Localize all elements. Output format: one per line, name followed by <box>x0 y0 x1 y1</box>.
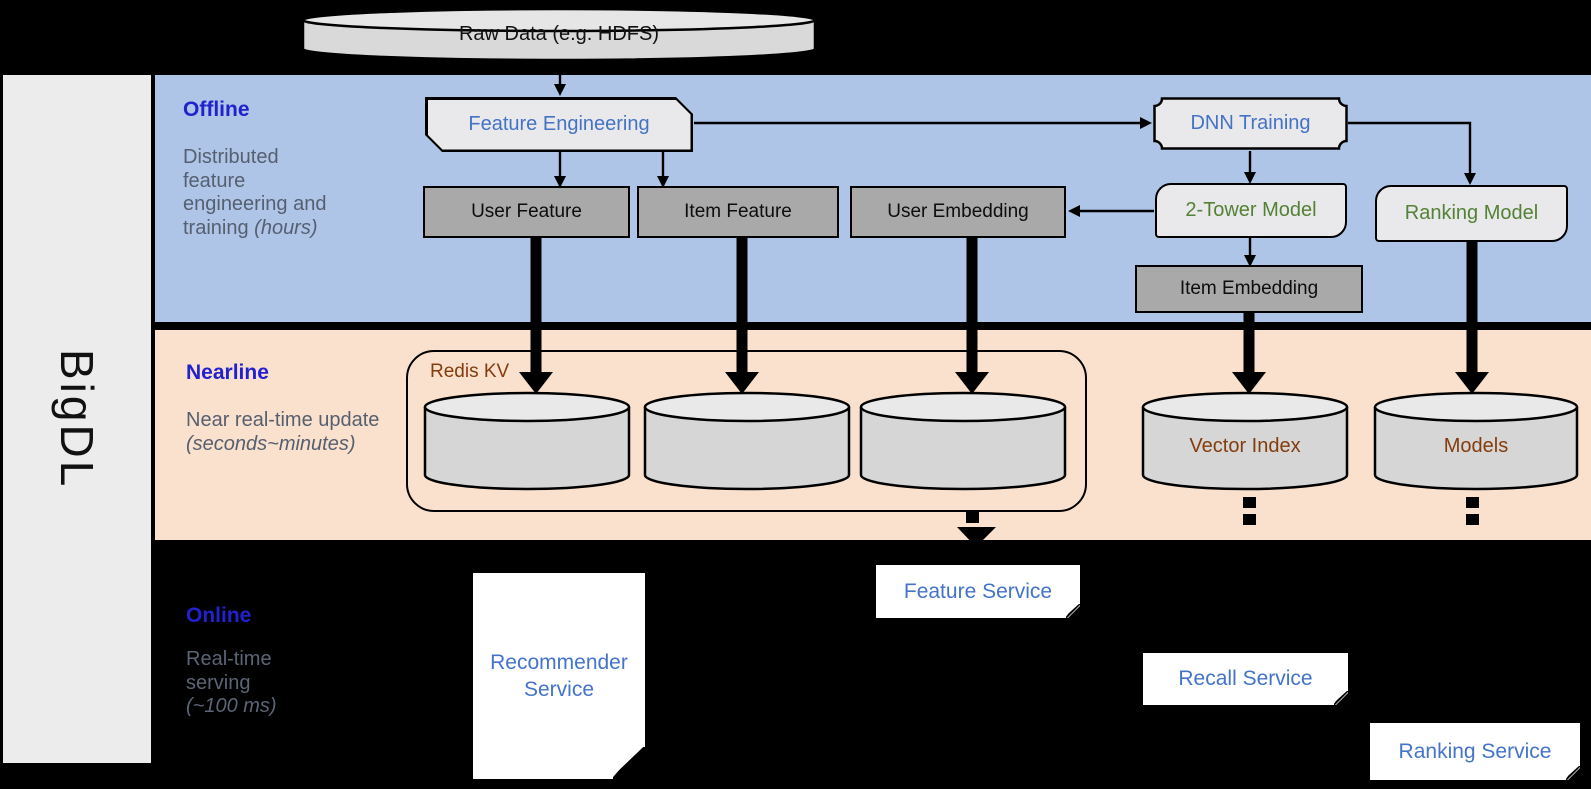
offline-desc-text: Distributed feature engineering and trai… <box>183 146 327 239</box>
cylinder-icon <box>643 391 851 491</box>
item-embedding-node: Item Embedding <box>1135 265 1363 313</box>
redis-shard-cylinder <box>642 390 852 492</box>
cylinder-icon <box>1141 391 1349 491</box>
cylinder-icon <box>1373 391 1579 491</box>
page-fold-icon <box>1334 691 1348 705</box>
offline-desc-em: (hours) <box>254 216 318 239</box>
user-feature-node: User Feature <box>423 186 630 238</box>
models-label: Models <box>1443 434 1509 457</box>
vector-index-store: Vector Index <box>1140 390 1350 492</box>
page-fold-icon <box>1566 766 1580 780</box>
offline-description: Distributed feature engineering and trai… <box>183 146 335 240</box>
recommender-service-label: Recommender Service <box>490 650 628 701</box>
page-fold-icon <box>1066 604 1080 618</box>
brand-logo-text: BigDL <box>51 348 103 490</box>
ranking-model-node: Ranking Model <box>1375 185 1568 242</box>
nearline-description: Near real-time update (seconds~minutes) <box>186 409 418 456</box>
ranking-service-node: Ranking Service <box>1370 723 1580 780</box>
brand-panel: BigDL <box>3 75 151 763</box>
plaque-shape-icon <box>1153 97 1348 150</box>
cylinder-icon <box>859 391 1067 491</box>
nearline-desc-em: (seconds~minutes) <box>186 432 356 455</box>
user-embedding-node: User Embedding <box>850 186 1066 238</box>
offline-title: Offline <box>183 98 250 121</box>
feature-engineering-label: Feature Engineering <box>428 100 691 150</box>
raw-data-label: Raw Data (e.g. HDFS) <box>458 23 660 45</box>
recall-service-node: Recall Service <box>1143 653 1348 705</box>
redis-shard-cylinder <box>422 390 632 492</box>
online-title: Online <box>186 604 252 627</box>
online-desc-em: (~100 ms) <box>186 695 277 718</box>
dnn-training-node: DNN Training <box>1153 97 1348 150</box>
item-feature-node: Item Feature <box>637 186 839 238</box>
online-description: Real-time serving (~100 ms) <box>186 648 326 719</box>
dnn-training-label: DNN Training <box>1190 112 1311 134</box>
page-fold-icon <box>613 747 645 779</box>
online-desc-text: Real-time serving <box>186 648 272 694</box>
raw-data-store: Raw Data (e.g. HDFS) <box>300 6 818 64</box>
redis-kv-label: Redis KV <box>430 361 510 382</box>
nearline-title: Nearline <box>186 361 269 384</box>
redis-shard-cylinder <box>858 390 1068 492</box>
vector-index-label: Vector Index <box>1189 434 1301 457</box>
two-tower-model-node: 2-Tower Model <box>1155 183 1347 238</box>
feature-engineering-node: Feature Engineering <box>425 97 693 152</box>
feature-service-node: Feature Service <box>876 565 1080 618</box>
models-store: Models <box>1372 390 1580 492</box>
cylinder-icon <box>423 391 631 491</box>
nearline-desc-text: Near real-time update <box>186 409 380 431</box>
recommender-service-node: Recommender Service <box>473 573 645 779</box>
cylinder-icon <box>301 7 817 62</box>
